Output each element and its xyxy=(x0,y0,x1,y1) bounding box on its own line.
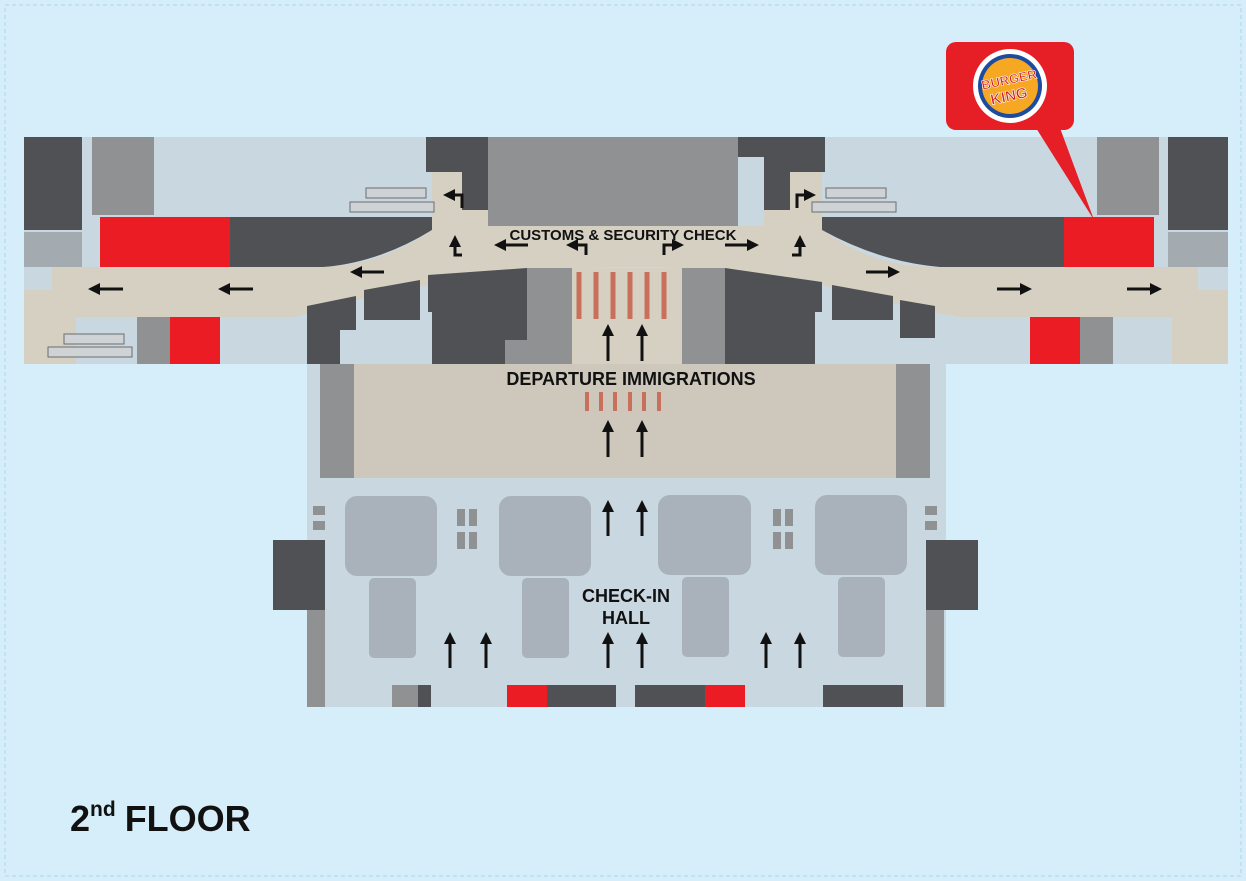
turn-arrow-icon xyxy=(443,189,464,208)
shop-block xyxy=(926,610,944,707)
burger-king-callout: BURGER KING xyxy=(946,42,1094,220)
shop-block xyxy=(137,317,170,364)
zone-label-checkin-line2: HALL xyxy=(602,608,650,628)
shop-block xyxy=(926,540,978,610)
map-frame xyxy=(4,4,1242,877)
flow-arrows xyxy=(88,189,1162,668)
shop-block xyxy=(428,268,527,364)
immigrations-floor xyxy=(320,364,930,478)
security-hall-block xyxy=(488,137,738,229)
floor-word: FLOOR xyxy=(125,798,251,839)
shop-block xyxy=(1168,232,1228,267)
shop-block xyxy=(505,268,572,364)
self-checkin-kiosks xyxy=(313,506,937,549)
immigrations-wall xyxy=(320,364,354,478)
shop-block xyxy=(705,685,745,707)
seating-icon xyxy=(47,187,897,358)
walkway xyxy=(52,172,1198,317)
zone-label-customs: CUSTOMS & SECURITY CHECK xyxy=(510,227,737,244)
shop-block xyxy=(900,300,935,338)
shop-block xyxy=(507,685,547,707)
shop-block xyxy=(823,685,903,707)
turn-arrow-icon xyxy=(792,235,806,257)
turn-arrow-icon xyxy=(449,235,462,257)
shop-block xyxy=(1097,137,1159,215)
shop-block xyxy=(273,540,325,610)
zone-label-immigrations: DEPARTURE IMMIGRATIONS xyxy=(506,369,755,389)
immigrations-wall xyxy=(896,364,930,478)
departure-concourse xyxy=(24,137,1228,364)
shop-block xyxy=(92,137,154,215)
shop-block xyxy=(100,217,230,267)
turn-arrow-icon xyxy=(566,239,588,255)
security-gates xyxy=(576,272,667,319)
shop-block xyxy=(1168,137,1228,230)
shop-block xyxy=(307,296,356,364)
immigration-gates xyxy=(585,392,661,411)
shop-block xyxy=(307,610,325,707)
shop-block xyxy=(822,217,1064,267)
shop-block xyxy=(418,685,431,707)
burger-king-shop xyxy=(1064,217,1154,267)
shop-block xyxy=(1030,317,1080,364)
shop-block xyxy=(1080,317,1113,364)
callout-pointer xyxy=(1036,128,1094,220)
shop-block xyxy=(725,268,822,364)
checkin-hall xyxy=(273,478,978,707)
immigrations-area xyxy=(307,364,946,494)
shop-block xyxy=(24,232,82,267)
shop-block xyxy=(230,217,432,267)
shop-block xyxy=(547,685,616,707)
checkin-islands xyxy=(345,495,907,658)
turn-arrow-icon xyxy=(662,239,684,255)
shop-block xyxy=(832,285,893,320)
burger-king-logo-icon: BURGER KING xyxy=(973,49,1047,123)
zone-label-checkin-line1: CHECK-IN xyxy=(582,586,670,606)
shop-block xyxy=(392,685,418,707)
shop-block xyxy=(170,317,220,364)
walkway xyxy=(1172,290,1228,364)
floor-label: 2nd FLOOR xyxy=(70,798,251,839)
turn-arrow-icon xyxy=(795,189,816,208)
shop-block xyxy=(364,280,420,320)
shop-block xyxy=(635,685,705,707)
shop-block xyxy=(24,137,82,230)
floor-suffix: nd xyxy=(90,798,116,821)
floor-number: 2 xyxy=(70,798,90,839)
